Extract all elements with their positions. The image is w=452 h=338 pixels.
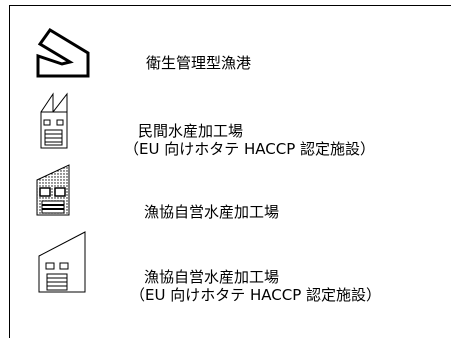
legend-frame bbox=[9, 5, 451, 338]
legend-item-label: 漁協自営水産加工場 bbox=[144, 203, 280, 221]
legend-item-label: 漁協自営水産加工場 （EU 向けホタテ HACCP 認定施設） bbox=[130, 268, 382, 304]
legend-item-label: 民間水産加工場 （EU 向けホタテ HACCP 認定施設） bbox=[124, 122, 376, 158]
cooperative-factory-icon bbox=[38, 230, 88, 300]
private-factory-icon bbox=[40, 92, 70, 156]
harbor-pentagon-icon bbox=[35, 27, 97, 83]
cooperative-factory-hatched-icon bbox=[36, 164, 72, 222]
legend-item-label: 衛生管理型漁港 bbox=[146, 54, 252, 72]
